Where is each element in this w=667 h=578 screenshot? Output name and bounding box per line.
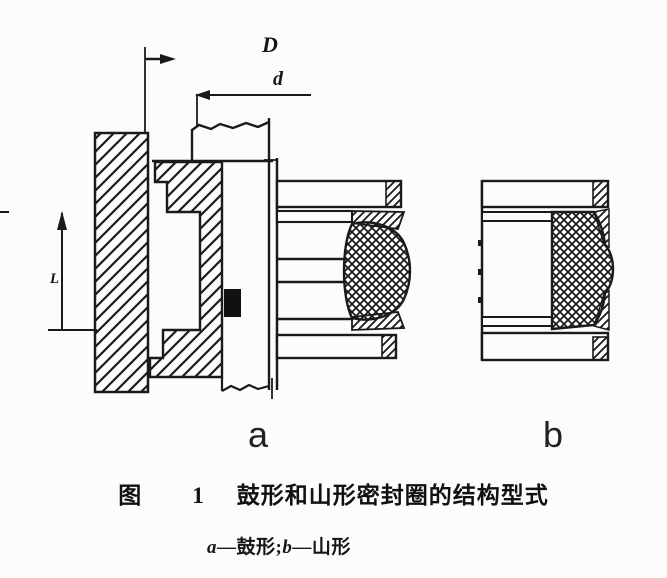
ring-stack: [264, 158, 403, 399]
wall-nub: [478, 297, 483, 303]
dimension-L: [0, 211, 97, 331]
drum-seal-ring: [342, 210, 412, 331]
hatched-cap-bottom: [381, 334, 397, 359]
end-cover-plate: [93, 131, 150, 394]
retainer-square: [224, 289, 241, 317]
figure-caption: 图 1 鼓形和山形密封圈的结构型式: [0, 476, 667, 510]
legend-b-letter: b: [282, 537, 293, 558]
break-line-bottom: [221, 383, 270, 392]
mountain-seal-ring: [550, 208, 615, 331]
legend-b-text: —山形: [292, 537, 351, 558]
piston-rod: [152, 118, 273, 392]
dim-d-label: d: [273, 68, 284, 90]
gland-bushing: [148, 160, 224, 379]
hatched-cap-top: [385, 180, 402, 208]
hatched-cap-bottom-b: [592, 336, 609, 361]
legend-a-letter: a: [207, 537, 217, 558]
dimension-d: [195, 90, 311, 126]
legend-a-text: —鼓形;: [217, 537, 283, 558]
part-b-assembly: [478, 179, 615, 362]
caption-figure-word: 图: [118, 482, 143, 508]
mountain-seal-body: [550, 210, 615, 331]
wall-nub: [478, 240, 483, 246]
hatched-cap-top-b: [592, 180, 609, 208]
caption-figure-number: 1: [192, 483, 205, 508]
dimension-D: [144, 47, 176, 133]
caption-title: 鼓形和山形密封圈的结构型式: [236, 482, 549, 508]
dim-L-label: L: [49, 271, 59, 287]
wall-nub: [478, 269, 483, 275]
drum-seal-body: [342, 221, 412, 321]
part-b-label: b: [543, 414, 563, 455]
dim-D-label: D: [261, 32, 278, 57]
part-a-assembly: D d L: [0, 32, 412, 399]
break-line-top: [191, 120, 270, 131]
figure-legend: a—鼓形;b—山形: [207, 532, 351, 559]
part-a-label: a: [248, 414, 269, 455]
